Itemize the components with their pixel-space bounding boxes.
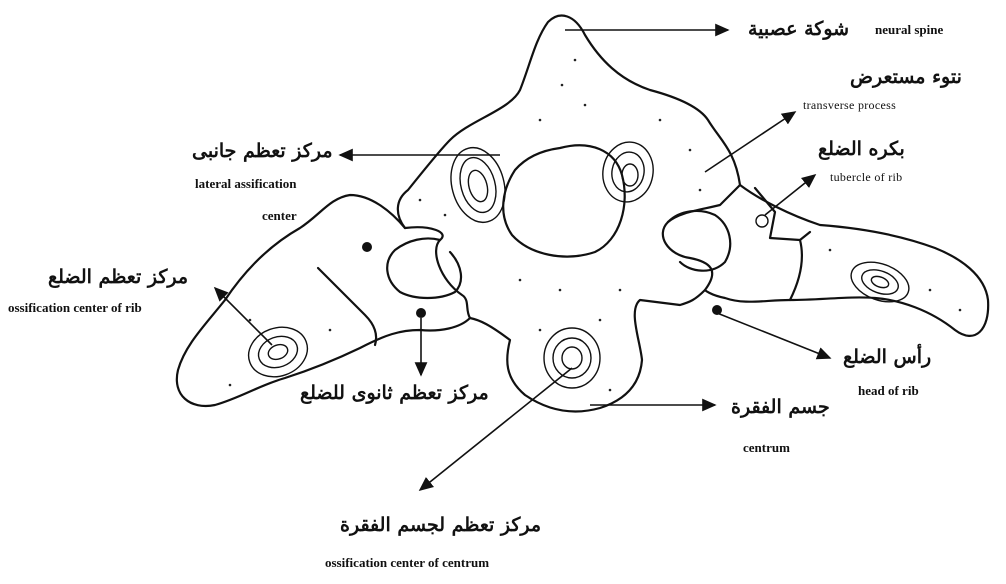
right-rib-ossification [846, 255, 915, 309]
ossification-centrum-ar: مركز تعظم لجسم الفقرة [340, 514, 541, 536]
neural-spine-ar: شوكة عصبية [748, 18, 849, 40]
head-of-rib-en: head of rib [858, 383, 919, 399]
left-rib-ossification [242, 319, 315, 385]
left-rib-joint [318, 268, 376, 345]
tubercle-center [756, 215, 768, 227]
transverse-process-en: transverse process [803, 98, 896, 113]
secondary-ossification-rib-ar: مركز تعظم ثانوى للضلع [300, 382, 489, 404]
centrum-ossification [544, 328, 600, 388]
lateral-ossification-right [598, 138, 658, 206]
right-rib-joint [755, 188, 810, 240]
right-rib-seg [790, 240, 802, 300]
right-foramen [668, 211, 730, 271]
vertebra-outline [398, 16, 740, 412]
leader-arrows [215, 30, 830, 490]
centrum-en: centrum [743, 440, 790, 456]
neural-spine-en: neural spine [875, 22, 943, 38]
centrum-ar: جسم الفقرة [731, 396, 830, 418]
head-of-rib-ar: رأس الضلع [843, 346, 931, 368]
secondary-rib-center [416, 308, 426, 318]
left-small-center [362, 242, 372, 252]
tubercle-of-rib-ar: بكره الضلع [818, 138, 905, 160]
lateral-ossification-ar: مركز تعظم جانبى [192, 140, 333, 162]
ossification-centrum-en: ossification center of centrum [325, 555, 489, 571]
lateral-ossification-en-2: center [262, 208, 297, 224]
right-rib-outline [705, 185, 988, 336]
ossification-rib-en: ossification center of rib [8, 300, 142, 316]
ossification-rib-ar: مركز تعظم الضلع [48, 266, 188, 288]
neural-canal [503, 145, 624, 256]
transverse-process-ar: نتوء مستعرض [850, 66, 962, 88]
tubercle-of-rib-en: tubercle of rib [830, 170, 902, 185]
lateral-ossification-en-1: lateral assification [195, 176, 296, 192]
left-foramen [387, 238, 461, 298]
